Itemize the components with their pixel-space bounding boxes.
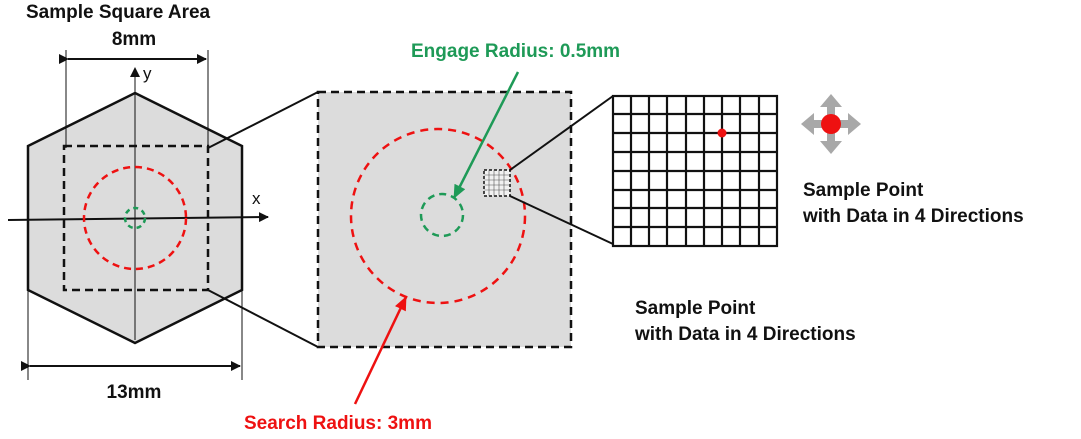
sample-point-upper-line2: with Data in 4 Directions bbox=[802, 206, 1024, 227]
axis-y-label: y bbox=[143, 64, 152, 83]
four-direction-arrows-icon bbox=[801, 94, 861, 154]
sample-point-lower-line1: Sample Point bbox=[635, 298, 756, 319]
grid-connector-bottom bbox=[509, 195, 614, 245]
x-axis bbox=[7, 212, 269, 223]
zoom-connector-bottom bbox=[207, 289, 319, 348]
sample-grid bbox=[611, 94, 779, 248]
sample-area-title: Sample Square Area bbox=[26, 2, 211, 23]
search-circle-small bbox=[82, 165, 188, 271]
engage-arrow bbox=[452, 71, 520, 199]
search-circle-large bbox=[349, 127, 527, 305]
zoomed-square bbox=[316, 90, 573, 349]
sample-point-lower-line2: with Data in 4 Directions bbox=[634, 324, 856, 345]
search-radius-label: Search Radius: 3mm bbox=[244, 413, 432, 434]
engage-circle-small bbox=[123, 206, 147, 230]
hex-width-label: 13mm bbox=[107, 382, 162, 403]
zoom-connector-top bbox=[207, 91, 319, 149]
sample-point-dot bbox=[717, 128, 727, 138]
sample-patch bbox=[483, 169, 511, 197]
search-arrow bbox=[353, 296, 408, 405]
engage-circle-large bbox=[419, 192, 465, 238]
grid-connector-top bbox=[509, 95, 614, 171]
sample-point-upper-line1: Sample Point bbox=[803, 180, 924, 201]
engage-radius-label: Engage Radius: 0.5mm bbox=[411, 41, 620, 62]
square-width-label: 8mm bbox=[112, 29, 156, 50]
axis-x-label: x bbox=[252, 189, 261, 208]
